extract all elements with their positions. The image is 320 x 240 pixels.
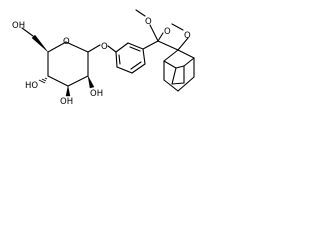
bond-c5-o5 [47, 41, 67, 53]
bond-adam-9 [175, 65, 185, 69]
bond-c-methoxy-o [149, 24, 159, 42]
double-bond-inner-1 [129, 46, 141, 52]
bond-ar5 [116, 66, 133, 74]
bond-c-dioxetane-o1 [157, 32, 164, 42]
bond-adam-2 [177, 49, 195, 59]
benzene-ring [115, 42, 146, 74]
bond-c6-oh [21, 27, 34, 37]
bond-glycosidic-o-aryl [107, 45, 117, 53]
bond-c2-c3 [67, 75, 89, 87]
bond-adam-6 [177, 76, 195, 92]
bond-c3-c4 [47, 75, 69, 87]
bond-adam-1 [163, 49, 179, 62]
label-hydroxymethyl-oh: OH [12, 21, 25, 31]
label-methoxy-oxygen: O [145, 17, 152, 27]
bond-adam-7 [163, 60, 177, 69]
hashed-bond-c4-oh [38, 77, 48, 84]
wedge-bond-c5-c6 [31, 34, 49, 53]
sugar-ring [47, 41, 89, 87]
bond-methoxy-methyl [135, 9, 146, 17]
bond-ar2 [127, 42, 144, 50]
double-bond-inner-3 [118, 54, 121, 65]
label-hydroxyl-c4: HO [25, 81, 38, 91]
bond-ar6 [115, 51, 118, 68]
label-hydroxyl-c2: OH [90, 89, 103, 99]
label-peroxide-oxygen-lower: O [184, 31, 191, 41]
wedge-bond-c3-oh [65, 85, 71, 97]
label-glycosidic-oxygen: O [101, 42, 108, 52]
label-ring-oxygen: O [63, 37, 70, 47]
bond-ar4 [131, 63, 146, 74]
chemical-structure-diagram: OH O O HO OH OH O O O [12, 9, 195, 107]
bond-ar3 [142, 48, 146, 65]
bond-o5-c1 [65, 41, 89, 53]
bond-adam-8 [183, 57, 195, 67]
label-hydroxyl-c3: OH [60, 97, 73, 107]
label-peroxide-oxygen-upper: O [164, 27, 171, 37]
bond-aryl-c-dioxetane [142, 40, 159, 50]
bond-adam-11 [171, 67, 177, 85]
bond-ar1 [115, 42, 129, 53]
bond-o2-c-spiro [177, 37, 189, 51]
atom-labels: OH O O HO OH OH O O O [12, 17, 191, 107]
double-bond-inner-2 [130, 61, 142, 70]
bond-o1-o2 [171, 23, 184, 31]
wedge-bond-c2-oh [87, 75, 95, 89]
sugar-substituents [21, 27, 117, 97]
bond-c-c-spiro [157, 40, 179, 51]
bond-adam-12 [171, 82, 185, 85]
bond-c1-glycosidic-o [87, 44, 101, 53]
dioxetane-and-adamantane [135, 9, 195, 92]
bond-adam-5 [163, 79, 179, 92]
